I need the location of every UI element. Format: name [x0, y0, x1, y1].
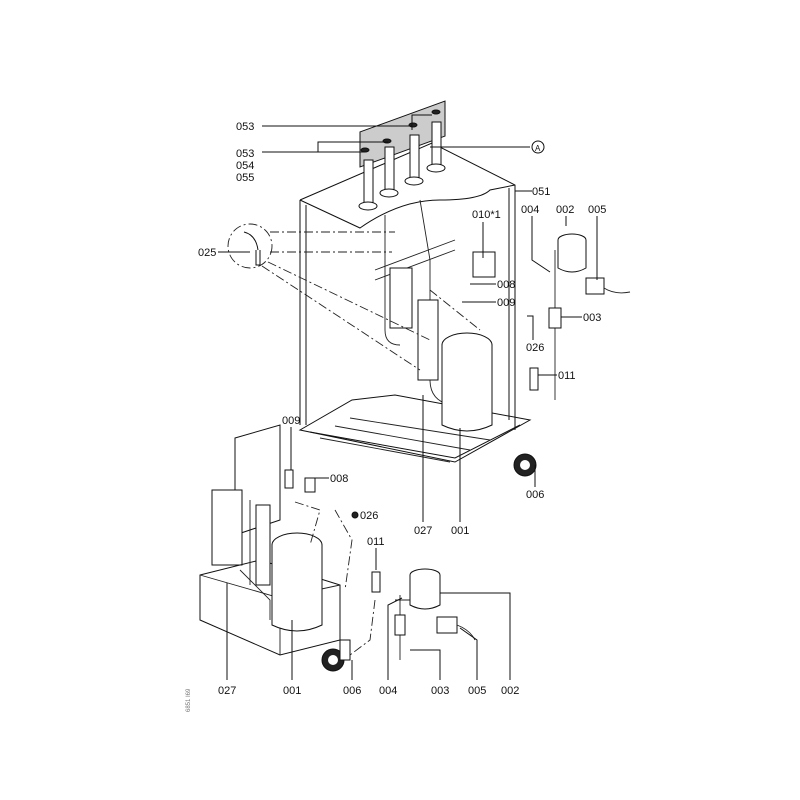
callout-026: 026 — [360, 510, 378, 522]
callout-002: 002 — [556, 204, 574, 216]
callout-051: 051 — [532, 186, 550, 198]
callout-004: 004 — [379, 685, 397, 697]
pipe-connections — [358, 109, 446, 211]
leader-lines — [218, 114, 598, 680]
callout-027: 027 — [414, 525, 432, 537]
callout-006: 006 — [526, 489, 544, 501]
upper-assembly — [374, 199, 537, 477]
callout-009: 009 — [282, 415, 300, 427]
callout-027: 027 — [218, 685, 236, 697]
callout-009: 009 — [497, 297, 515, 309]
callout-053: 053 — [236, 121, 254, 133]
lower-assembly — [199, 424, 476, 672]
callout-054: 054 — [236, 160, 254, 172]
callout-003: 003 — [583, 312, 601, 324]
drawing-number: 6851 I69 — [186, 688, 192, 712]
callout-053: 053 — [236, 148, 254, 160]
callout-005: 005 — [588, 204, 606, 216]
insulation-panel — [359, 100, 446, 168]
callout-006: 006 — [343, 685, 361, 697]
callout-055: 055 — [236, 172, 254, 184]
detail-025 — [227, 223, 431, 371]
callout-008: 008 — [497, 279, 515, 291]
callout-a: A — [535, 144, 541, 153]
callout-008: 008 — [330, 473, 348, 485]
callout-010: 010*1 — [472, 209, 501, 221]
upper-valve-group — [529, 233, 631, 400]
callout-003: 003 — [431, 685, 449, 697]
callout-001: 001 — [451, 525, 469, 537]
callout-004: 004 — [521, 204, 539, 216]
callout-025: 025 — [198, 247, 216, 259]
callout-001: 001 — [283, 685, 301, 697]
callout-011: 011 — [558, 370, 576, 382]
callout-005: 005 — [468, 685, 486, 697]
cabinet-frame — [298, 142, 532, 463]
callout-002: 002 — [501, 685, 519, 697]
callout-026: 026 — [526, 342, 544, 354]
callout-011: 011 — [367, 536, 385, 548]
reference-marker-a — [531, 140, 545, 154]
callout-labels: 053 053 054 055 A 051 010*1 004 002 005 … — [186, 121, 606, 712]
